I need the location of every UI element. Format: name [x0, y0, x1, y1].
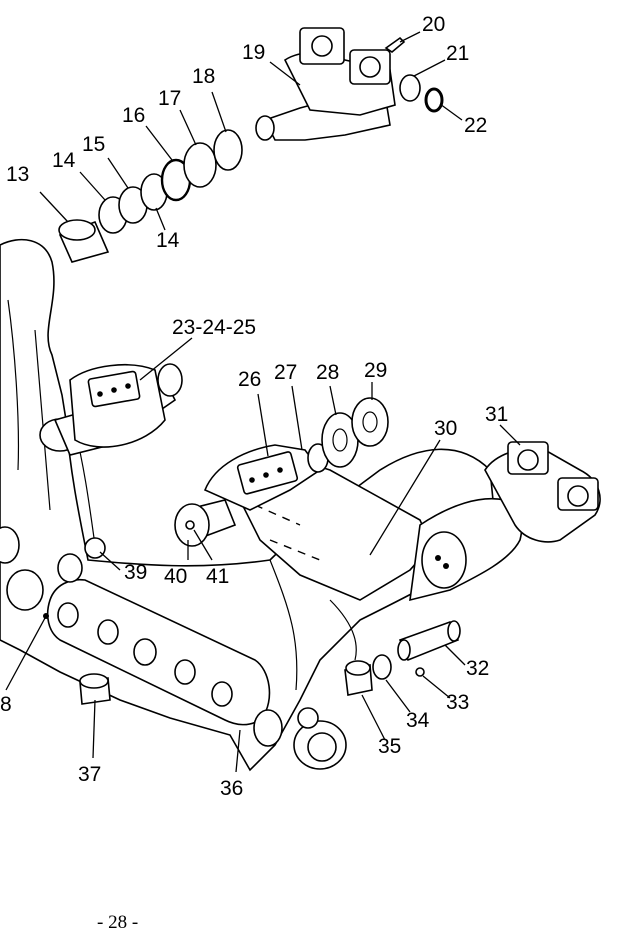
callout-29: 29: [364, 359, 388, 382]
callout-31: 31: [485, 403, 509, 426]
bushing-35: [344, 660, 373, 696]
pin-32: [397, 620, 461, 662]
ring-22: [424, 87, 444, 113]
callout-16: 16: [122, 104, 146, 127]
callout-37: 37: [78, 763, 102, 786]
callout-40: 40: [164, 565, 188, 588]
bushing-21: [399, 74, 421, 102]
callout-15: 15: [82, 133, 106, 156]
callout-26: 26: [238, 368, 262, 391]
ring-17: [183, 142, 217, 188]
pivot-block: [39, 363, 183, 456]
callout-20: 20: [422, 13, 446, 36]
roller-beam: [46, 578, 271, 726]
ring-34: [372, 654, 392, 680]
bushing-37: [79, 673, 111, 705]
leader-lines: [5, 31, 521, 773]
callout-18: 18: [192, 65, 216, 88]
callout-36: 36: [220, 777, 244, 800]
callout-33: 33: [446, 691, 470, 714]
bracket-19: [255, 27, 396, 141]
right-arm: [409, 441, 601, 602]
callout-19: 19: [242, 41, 266, 64]
callout-34: 34: [406, 709, 430, 732]
callout-30: 30: [434, 417, 458, 440]
callout-41: 41: [206, 565, 230, 588]
callout-14a: 14: [52, 149, 76, 172]
center-pivot: [174, 443, 329, 547]
callout-13: 13: [6, 163, 30, 186]
ring-18: [213, 129, 243, 171]
callout-14b: 14: [156, 229, 180, 252]
callout-27: 27: [274, 361, 298, 384]
screw-33: [415, 667, 425, 677]
callout-32: 32: [466, 657, 490, 680]
bushing-13: [58, 219, 110, 263]
callout-35: 35: [378, 735, 402, 758]
callout-39: 39: [124, 561, 148, 584]
page-number: - 28 -: [97, 912, 139, 933]
callout-22: 22: [464, 114, 488, 137]
callout-17: 17: [158, 87, 182, 110]
callout-28: 28: [316, 361, 340, 384]
callout-8: 8: [0, 693, 12, 716]
callout-23-24-25: 23-24-25: [172, 316, 257, 339]
screw-20: [384, 36, 406, 53]
callout-21: 21: [446, 42, 470, 65]
washer-29: [351, 397, 389, 447]
